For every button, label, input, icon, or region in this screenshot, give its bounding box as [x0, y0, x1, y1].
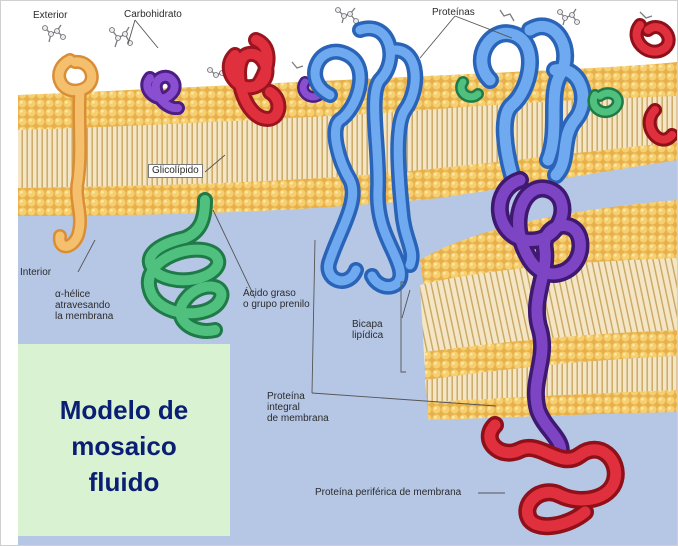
label-alfa-helice: α-hélice atravesando la membrana: [55, 289, 113, 322]
label-proteinas: Proteínas: [432, 7, 475, 18]
label-interior: Interior: [20, 267, 51, 278]
label-bicapa-lipidica: Bicapa lipídica: [352, 319, 383, 341]
label-carbohidrato: Carbohidrato: [124, 9, 182, 20]
label-glicolipido: Glicolípido: [148, 164, 203, 178]
label-exterior: Exterior: [33, 10, 67, 21]
figure-title: Modelo de mosaico fluido: [18, 392, 230, 500]
label-proteina-periferica: Proteína periférica de membrana: [315, 487, 461, 498]
title-panel: Modelo de mosaico fluido: [18, 344, 230, 536]
label-acido-graso: Ácido graso o grupo prenilo: [243, 288, 310, 310]
label-proteina-integral: Proteína integral de membrana: [267, 391, 329, 424]
